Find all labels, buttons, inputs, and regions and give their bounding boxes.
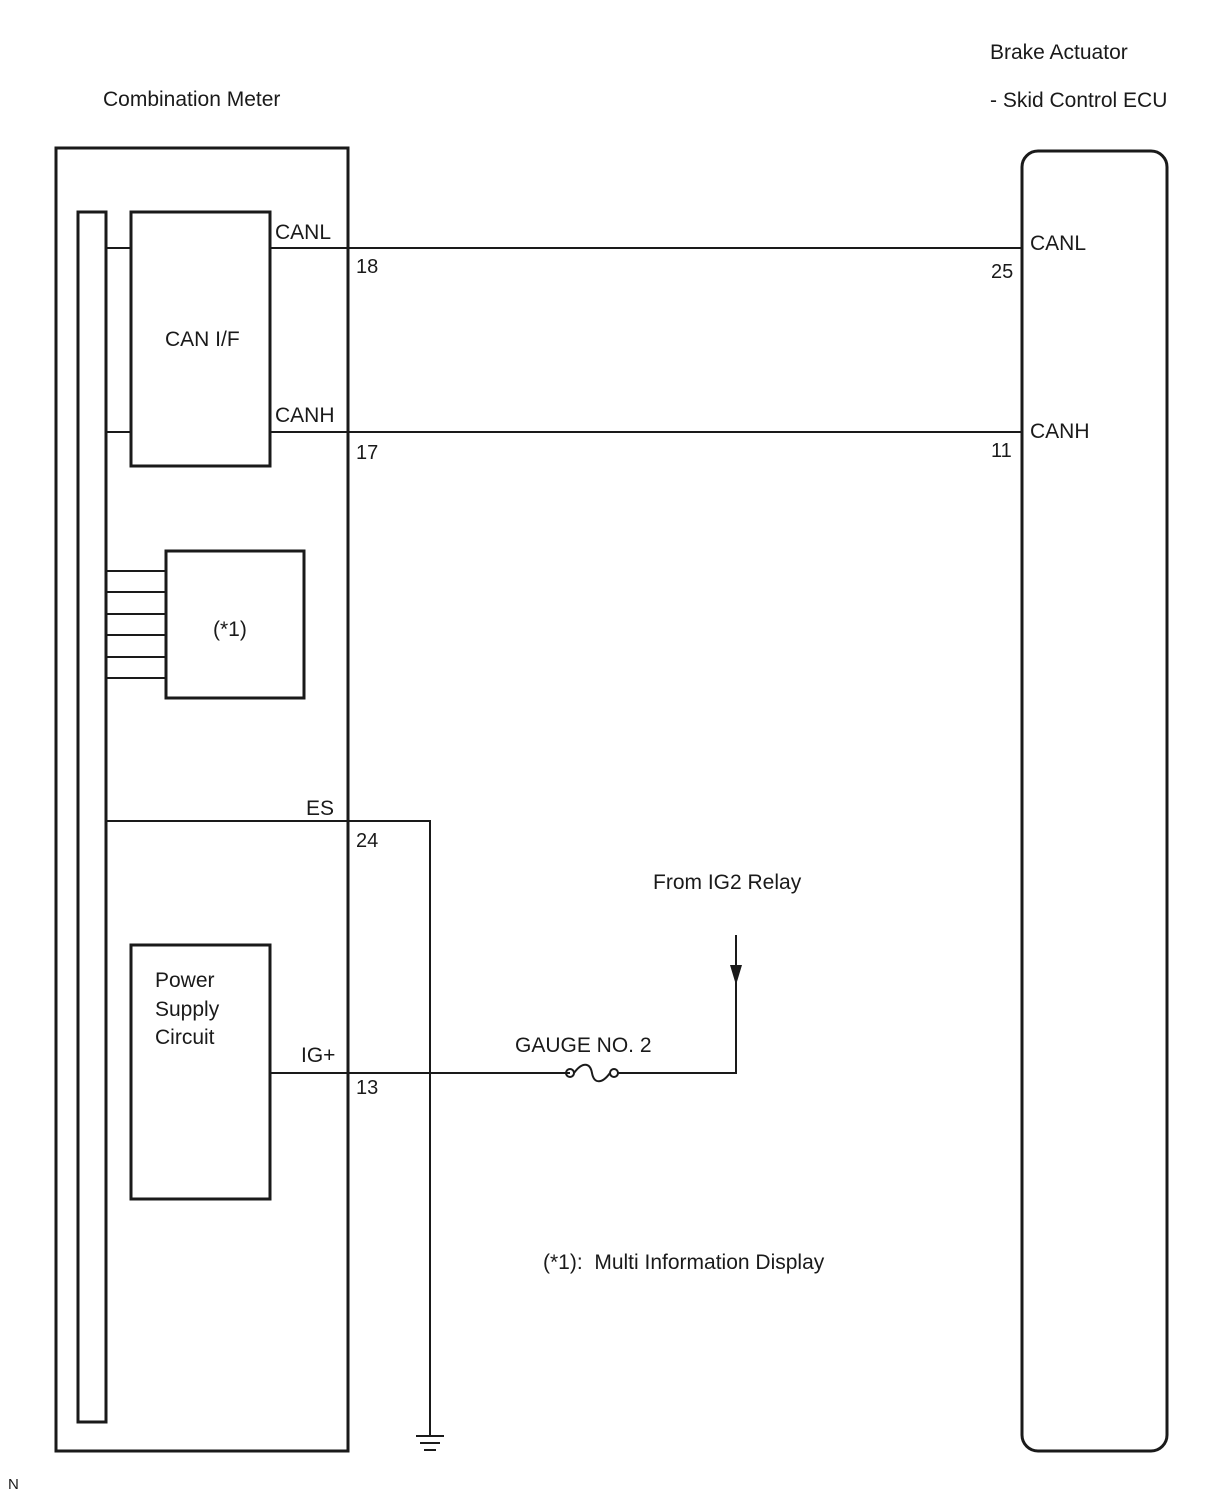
corner-mark: N [8, 1476, 19, 1493]
meter-canh-label: CANH [275, 404, 335, 427]
display-block-label: (*1) [213, 618, 247, 641]
brake-actuator-title: Brake Actuator [990, 41, 1128, 64]
meter-es-pin: 24 [356, 830, 378, 852]
meter-es-label: ES [306, 797, 334, 820]
es-ground-wire [106, 820, 431, 1436]
ecu-canh-pin: 11 [991, 440, 1012, 462]
internal-bus-bar [76, 210, 108, 1424]
can-if-block [129, 210, 272, 468]
brake-actuator-ecu-housing [1020, 149, 1169, 1453]
meter-canl-label: CANL [275, 221, 331, 244]
fuse-icon [565, 1063, 619, 1083]
can-if-label: CAN I/F [165, 328, 240, 351]
multi-information-display-block [164, 549, 306, 700]
skid-control-ecu-title: - Skid Control ECU [990, 89, 1167, 112]
combination-meter-title: Combination Meter [103, 88, 280, 111]
meter-canh-pin: 17 [356, 442, 378, 464]
power-supply-label-2: Supply [155, 998, 220, 1021]
power-supply-label-1: Power [155, 969, 215, 992]
power-supply-label-3: Circuit [155, 1026, 215, 1049]
footnote: (*1): Multi Information Display [543, 1251, 825, 1274]
ecu-canh-label: CANH [1030, 420, 1090, 443]
display-bus-lines [106, 570, 166, 679]
ecu-canl-label: CANL [1030, 232, 1086, 255]
arrow-down-icon [730, 965, 742, 985]
ecu-canl-pin: 25 [991, 261, 1013, 283]
meter-canl-pin: 18 [356, 256, 378, 278]
fuse-label: GAUGE NO. 2 [515, 1034, 652, 1057]
ig2-relay-source-label: From IG2 Relay [653, 871, 802, 894]
combination-meter [54, 146, 350, 1453]
meter-ig-pin: 13 [356, 1077, 378, 1099]
meter-ig-label: IG+ [301, 1044, 335, 1067]
ground-icon [416, 1435, 444, 1451]
